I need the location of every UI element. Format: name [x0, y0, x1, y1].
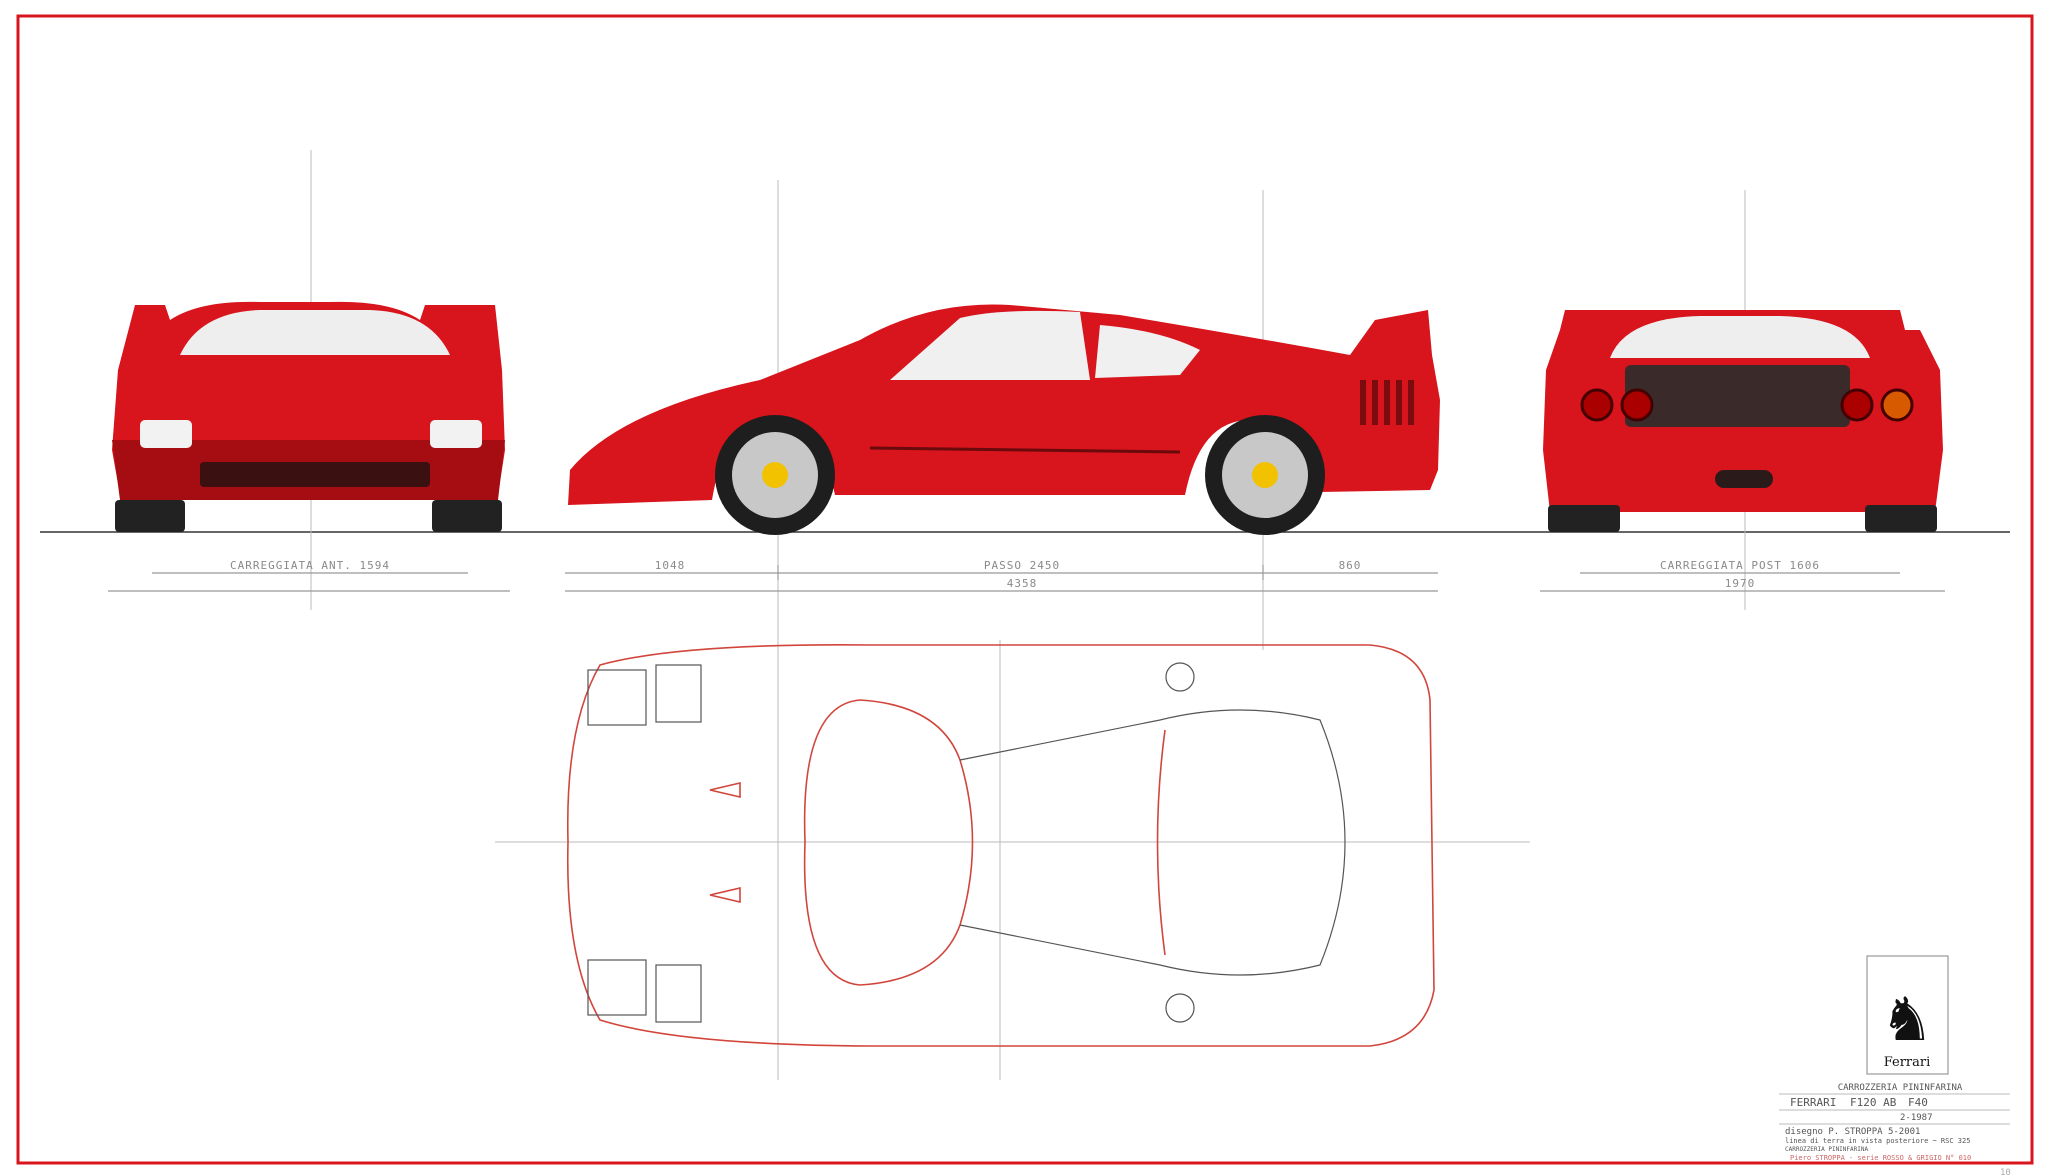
- sheet-number: 10: [2000, 1168, 2011, 1176]
- title-code: F120 AB: [1850, 1096, 1897, 1109]
- sheet-frame: [16, 14, 2034, 1165]
- rear-view: [1543, 310, 1943, 532]
- construction-lines: [40, 150, 2010, 1080]
- rear-overhang-label: 860: [1339, 559, 1362, 572]
- overall-length-label: 4358: [1007, 577, 1038, 590]
- prancing-horse-icon: ♞: [1880, 985, 1934, 1055]
- overall-width-label: 1970: [1725, 577, 1756, 590]
- title-author: disegno P. STROPPA 5-2001: [1785, 1127, 1920, 1137]
- front-wheel: [715, 415, 835, 535]
- title-series: Piero STROPPA - serie ROSSO & GRIGIO N° …: [1790, 1154, 1971, 1162]
- ferrari-logo: ♞ Ferrari: [1866, 955, 1949, 1075]
- front-track-label: CARREGGIATA ANT. 1594: [230, 559, 390, 572]
- front-overhang-label: 1048: [655, 559, 686, 572]
- rear-wheel: [1205, 415, 1325, 535]
- title-studio: CARROZZERIA PININFARINA: [1785, 1146, 1868, 1153]
- logo-text: Ferrari: [1884, 1055, 1931, 1070]
- title-date: 2-1987: [1900, 1113, 1933, 1123]
- title-block: CARROZZERIA PININFARINA FERRARI F120 AB …: [1779, 1083, 2011, 1176]
- title-line-1: CARROZZERIA PININFARINA: [1838, 1083, 1963, 1093]
- title-model: F40: [1908, 1096, 1928, 1109]
- wheelbase-label: PASSO 2450: [984, 559, 1060, 572]
- front-view: [112, 301, 505, 532]
- side-view: [568, 304, 1440, 535]
- title-make: FERRARI: [1790, 1096, 1836, 1109]
- dimension-lines: [108, 565, 1945, 592]
- top-view: [566, 644, 1435, 1047]
- title-note: linea di terra in vista posteriore ~ RSC…: [1785, 1137, 1970, 1145]
- rear-track-label: CARREGGIATA POST 1606: [1660, 559, 1820, 572]
